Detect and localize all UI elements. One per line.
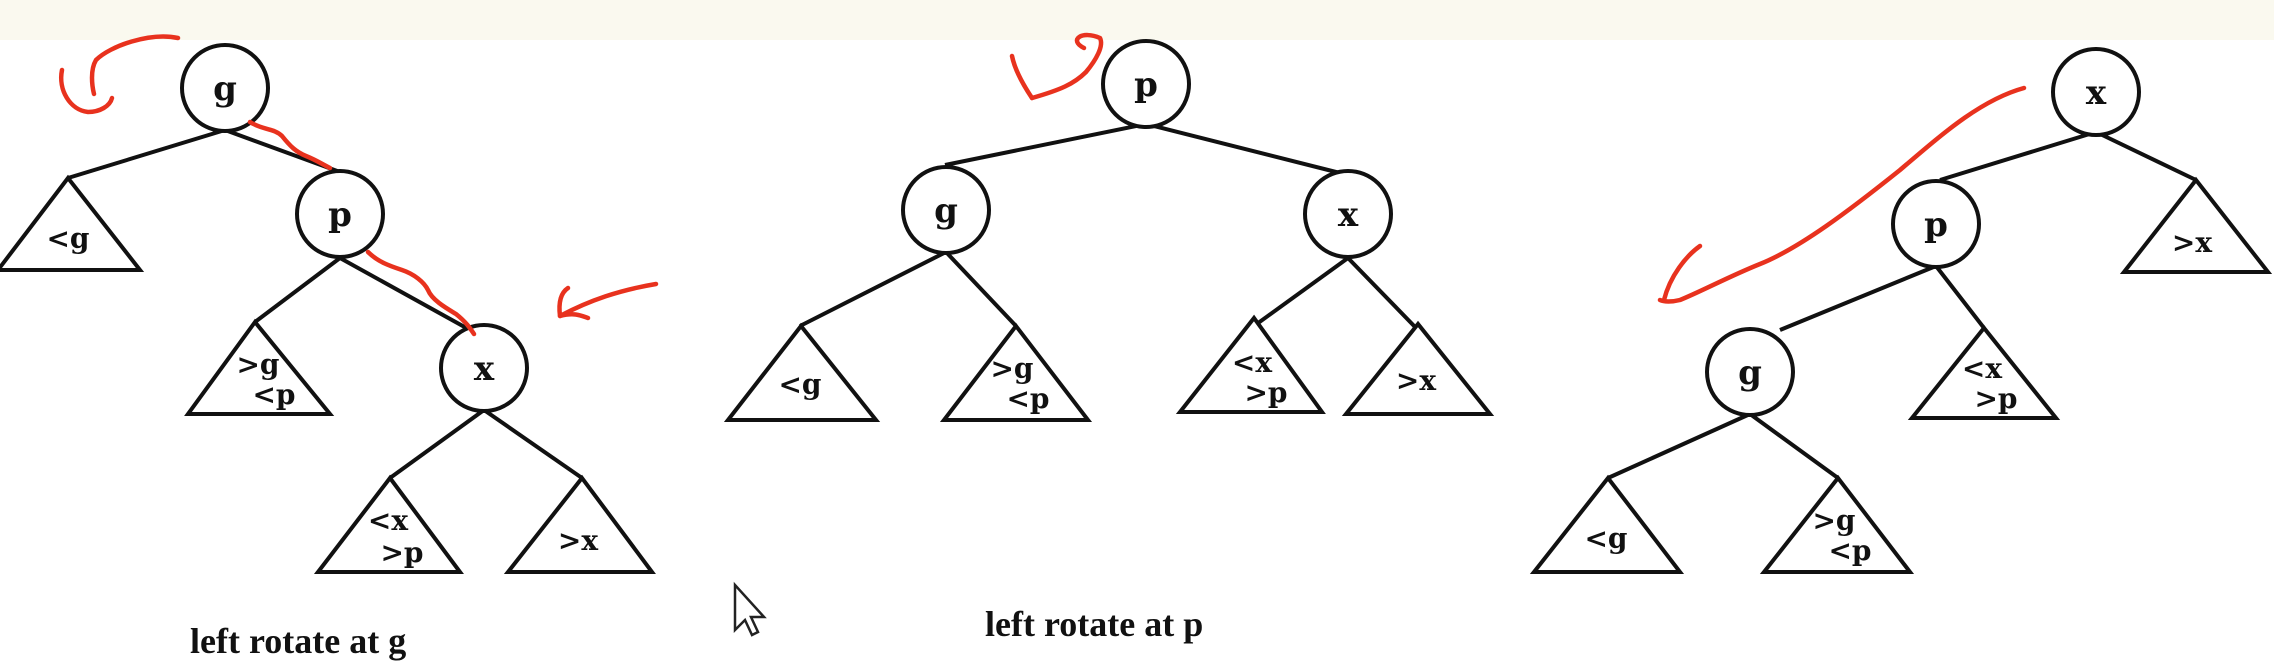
subtree-triangle [0, 174, 145, 272]
subtree-label: >p [380, 536, 423, 569]
edge-p-right [1934, 264, 1986, 330]
edge-x-right [2095, 130, 2197, 182]
tree-diagram-2: p g x <g >g <p <x >p >x left rotate at p [723, 39, 1495, 644]
tree-node-x [1303, 169, 1393, 259]
subtree-label: <p [252, 378, 295, 411]
subtree-label: <x [1962, 352, 2002, 385]
tree-node-p [1101, 39, 1191, 129]
tree-node-x [2051, 47, 2141, 137]
edge-p-left [253, 256, 342, 324]
node-label: g [934, 191, 958, 231]
rotation-arrow-annotation [89, 34, 181, 97]
rotation-arrow-annotation [1661, 243, 1703, 303]
top-bar [0, 0, 2274, 40]
node-label: x [1338, 195, 1359, 235]
subtree-label: <g [1584, 522, 1627, 555]
tree-node-p [1891, 179, 1981, 269]
subtree-label: >p [1244, 376, 1287, 409]
pointer-arrow-annotation [557, 281, 659, 321]
subtree-label: <x [1232, 346, 1272, 379]
subtree-triangle [1175, 314, 1326, 414]
subtree-triangle [1759, 474, 1915, 574]
subtree-label: <p [1828, 534, 1871, 567]
tree-diagram-1: g p x <g >g <p <x >p >x left rotate at g [0, 43, 656, 661]
subtree-triangle [184, 318, 335, 416]
edge-x-p [1939, 130, 2097, 182]
edge-p-x [339, 256, 471, 332]
subtree-triangle [503, 474, 656, 574]
subtree-label: <p [1006, 382, 1049, 415]
tree-node-g [1705, 327, 1795, 417]
node-label: p [1924, 205, 1948, 245]
rotation-arrow-annotation [1657, 85, 2027, 304]
diagram-caption: left rotate at p [985, 604, 1203, 644]
subtree-label: >x [2172, 226, 2212, 259]
subtree-label: <g [778, 368, 821, 401]
edge-g-left [799, 250, 947, 328]
subtree-label: >p [1974, 382, 2017, 415]
subtree-label: <g [46, 222, 89, 255]
node-label: g [213, 69, 237, 109]
edge-p-g [1779, 264, 1937, 332]
subtree-label: <x [368, 504, 408, 537]
subtree-label: >g [236, 348, 279, 381]
node-label: x [474, 349, 495, 389]
node-label: g [1738, 353, 1762, 393]
tree-node-g [901, 165, 991, 255]
node-label: p [328, 195, 352, 235]
subtree-triangle [2119, 176, 2273, 274]
edge-x-left [388, 408, 486, 480]
edge-g-right [944, 250, 1018, 328]
node-label: x [2086, 73, 2107, 113]
edge-x-right [1346, 256, 1420, 332]
edge-x-right [482, 408, 584, 480]
rotation-arrow-annotation [1029, 32, 1104, 101]
pointer-arrow-annotation [557, 285, 571, 319]
node-label: p [1134, 65, 1158, 105]
subtree-triangle [1907, 324, 2061, 420]
rotation-arrow-annotation [58, 67, 115, 115]
subtree-label: >x [1396, 364, 1436, 397]
path-highlight-annotation [247, 119, 333, 171]
pen-annotations [58, 32, 2027, 337]
rotation-arrow-annotation [1009, 53, 1035, 101]
tree-node-x [439, 323, 529, 413]
subtree-label: >g [1812, 504, 1855, 537]
edge-x-left [1252, 256, 1350, 328]
subtree-label: >g [990, 352, 1033, 385]
path-highlight-annotation [365, 249, 477, 337]
tree-diagram-3: x p g >x <x >p <g >g <p [1529, 47, 2273, 574]
diagram-caption: left rotate at g [190, 621, 406, 661]
subtree-triangle [1341, 320, 1495, 416]
edge-g-left [67, 128, 226, 180]
edge-p-x [1145, 122, 1349, 177]
subtree-label: >x [558, 524, 598, 557]
subtree-triangle [313, 474, 464, 574]
subtree-triangle [723, 322, 881, 422]
edge-g-left [1607, 412, 1751, 480]
edge-g-right [1748, 412, 1840, 480]
subtree-triangle [1529, 474, 1685, 574]
subtree-triangle [939, 322, 1093, 422]
tree-node-g [180, 43, 270, 133]
edge-p-g [944, 122, 1147, 167]
tree-node-p [295, 169, 385, 259]
mouse-pointer-icon [733, 581, 767, 637]
